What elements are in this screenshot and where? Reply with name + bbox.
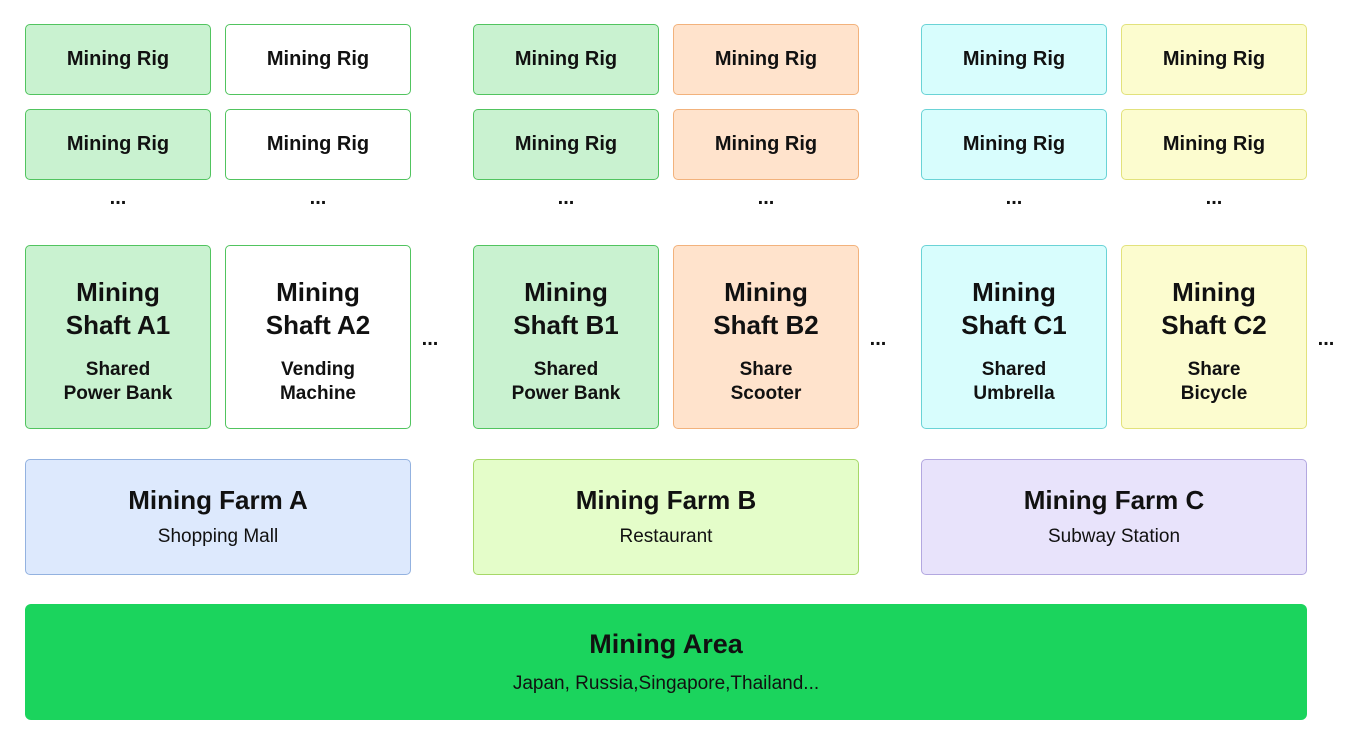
- ellipsis-rigs-b2: ...: [757, 187, 775, 209]
- ellipsis-rigs-a1: ...: [109, 187, 127, 209]
- area-desc: Japan, Russia,Singapore,Thailand...: [512, 673, 820, 694]
- ellipsis-rigs-c1: ...: [1005, 187, 1023, 209]
- ellipsis-shafts-c: ...: [1317, 328, 1335, 350]
- ellipsis-shafts-a: ...: [421, 328, 439, 350]
- mining-rig-c2-1: Mining Rig: [1121, 24, 1307, 95]
- ellipsis-rigs-b1: ...: [557, 187, 575, 209]
- mining-rig-a1-1: Mining Rig: [25, 24, 211, 95]
- farm-name: Mining Farm B: [575, 485, 757, 515]
- mining-farm-c: Mining Farm C Subway Station: [921, 459, 1307, 575]
- mining-farm-a: Mining Farm A Shopping Mall: [25, 459, 411, 575]
- mining-rig-c1-1: Mining Rig: [921, 24, 1107, 95]
- farm-desc: Shopping Mall: [157, 526, 279, 547]
- farm-desc: Restaurant: [619, 526, 713, 547]
- mining-rig-b1-1: Mining Rig: [473, 24, 659, 95]
- mining-rig-b1-2: Mining Rig: [473, 109, 659, 180]
- mining-rig-b2-1: Mining Rig: [673, 24, 859, 95]
- mining-rig-c2-2: Mining Rig: [1121, 109, 1307, 180]
- farm-name: Mining Farm A: [128, 485, 308, 515]
- ellipsis-shafts-b: ...: [869, 328, 887, 350]
- mining-rig-b2-2: Mining Rig: [673, 109, 859, 180]
- mining-rig-a2-2: Mining Rig: [225, 109, 411, 180]
- area-name: Mining Area: [589, 629, 743, 659]
- mining-farm-b: Mining Farm B Restaurant: [473, 459, 859, 575]
- mining-area: Mining Area Japan, Russia,Singapore,Thai…: [25, 604, 1307, 720]
- ellipsis-rigs-a2: ...: [309, 187, 327, 209]
- farm-name: Mining Farm C: [1023, 485, 1205, 515]
- mining-rig-a2-1: Mining Rig: [225, 24, 411, 95]
- farm-desc: Subway Station: [1047, 526, 1181, 547]
- ellipsis-rigs-c2: ...: [1205, 187, 1223, 209]
- mining-rig-a1-2: Mining Rig: [25, 109, 211, 180]
- mining-rig-c1-2: Mining Rig: [921, 109, 1107, 180]
